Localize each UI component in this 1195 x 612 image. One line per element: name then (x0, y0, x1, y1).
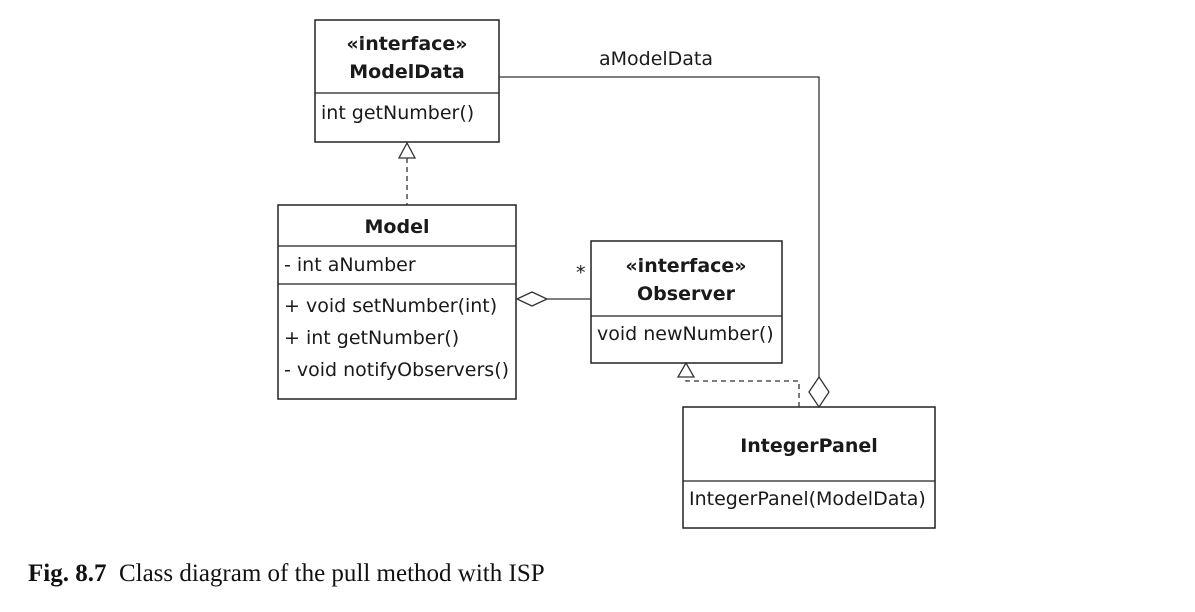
hollow-triangle-icon (397, 141, 417, 159)
observer-method: void newNumber() (597, 323, 774, 345)
model-method: + int getNumber() (284, 327, 459, 349)
realization-panel-to-observer (676, 361, 800, 407)
model-name: Model (365, 216, 430, 238)
hollow-diamond-icon (808, 375, 830, 409)
model-data-class: «interface» ModelData int getNumber() (314, 19, 500, 143)
integer-panel-constructor: IntegerPanel(ModelData) (689, 488, 926, 510)
observer-stereotype: «interface» (625, 255, 746, 277)
integer-panel-box (682, 406, 936, 529)
model-method: + void setNumber(int) (284, 295, 497, 317)
aggregation-model-observers: * (515, 262, 591, 307)
integer-panel-name: IntegerPanel (740, 435, 878, 457)
aggregation-panel-modeldata: aModelData (499, 48, 830, 409)
model-attribute: - int aNumber (284, 254, 416, 276)
model-data-name: ModelData (349, 61, 464, 83)
multiplicity-label: * (576, 262, 586, 284)
hollow-diamond-icon (515, 291, 549, 307)
model-box (277, 204, 517, 400)
hollow-triangle-icon (676, 361, 696, 378)
figure-caption-text: Class diagram of the pull method with IS… (118, 560, 545, 587)
observer-box (590, 240, 783, 364)
model-data-stereotype: «interface» (346, 33, 467, 55)
realization-model-to-modeldata (397, 141, 417, 205)
model-data-method: int getNumber() (321, 102, 474, 124)
model-data-box (314, 19, 500, 143)
observer-name: Observer (637, 283, 736, 305)
figure-number: Fig. 8.7 (28, 560, 107, 587)
model-method: - void notifyObservers() (284, 359, 509, 381)
figure-caption: Fig. 8.7 Class diagram of the pull metho… (28, 560, 1128, 588)
integer-panel-class: IntegerPanel IntegerPanel(ModelData) (682, 406, 936, 529)
model-class: Model - int aNumber + void setNumber(int… (277, 204, 517, 400)
observer-class: «interface» Observer void newNumber() (590, 240, 783, 364)
association-line (499, 76, 820, 377)
association-role-label: aModelData (599, 48, 713, 70)
realization-line (685, 377, 800, 407)
